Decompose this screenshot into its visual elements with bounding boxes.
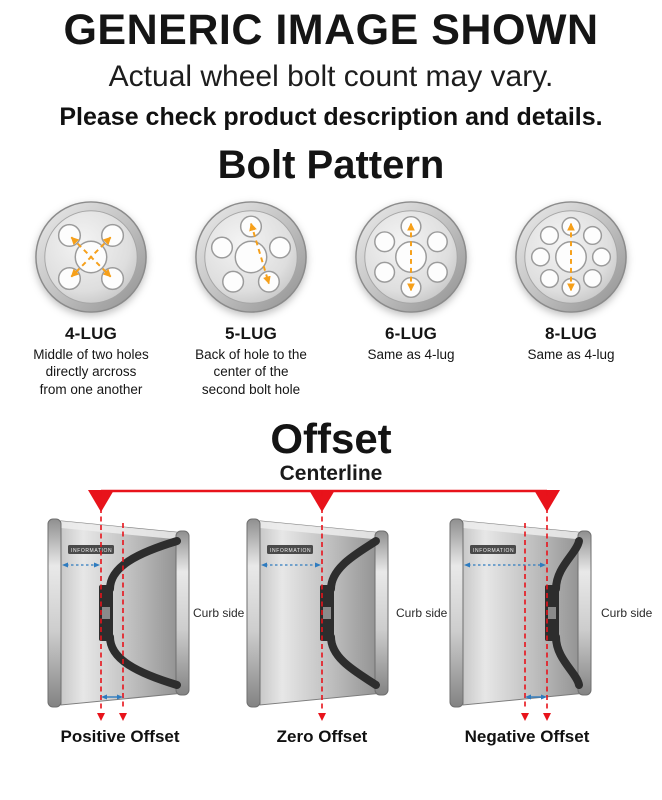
curb-side-label: Curb side: [193, 606, 245, 620]
barrel-info-plate: [267, 545, 313, 555]
barrel-info-plate: [470, 545, 516, 555]
wheel-disc: [106, 633, 181, 690]
mount-face-lines: [100, 491, 548, 710]
bolt-pattern-title: Bolt Pattern: [217, 142, 445, 187]
lug-6-label: 6-LUG: [385, 323, 437, 343]
centerline-label: Centerline: [279, 462, 383, 486]
barrel-info-label: INFORMATION: [473, 548, 514, 554]
measurement-lines: [249, 222, 271, 284]
wheel-disc: [327, 537, 380, 594]
negative-offset-label: Negative Offset: [464, 727, 590, 747]
5-lug-wheel-diagram: [195, 200, 307, 313]
offset-type-labels: Positive Offset Zero Offset Negative Off…: [0, 727, 662, 751]
curb-side-label: Curb side: [396, 606, 448, 620]
lug-8-label: 8-LUG: [545, 323, 597, 343]
offset-figure: INFORMATION: [0, 487, 662, 751]
6-lug-wheel-diagram: [355, 200, 467, 313]
lug-4-description: Middle of two holes directly arcross fro…: [33, 346, 149, 397]
offset-section: Offset Centerline: [0, 415, 662, 751]
barrel-info-label: INFORMATION: [270, 548, 311, 554]
4-lug-wheel-diagram: [35, 200, 147, 313]
zero-offset-label: Zero Offset: [276, 727, 368, 747]
lug-4-label: 4-LUG: [65, 323, 117, 343]
bottom-pointer-icons: [97, 713, 551, 722]
wheel-disc: [106, 537, 181, 594]
backspacing-measure: [62, 562, 100, 568]
lug-8-figure: 8-LUG Same as 4-lug: [496, 198, 646, 399]
subtitle: Actual wheel bolt count may vary.: [108, 59, 554, 93]
hub-bore: [548, 607, 556, 620]
backspacing-measure: [261, 562, 321, 568]
wheel-cross-section-zero: INFORMATION: [246, 518, 389, 708]
lug-4-figure: 4-LUG Middle of two holes directly arcro…: [16, 198, 166, 399]
wheel-cross-section-negative: INFORMATION: [449, 518, 592, 708]
wheel-disc: [552, 537, 583, 594]
center-bore: [395, 240, 427, 273]
barrel-info-plate: [68, 545, 114, 555]
measurement-lines: [70, 236, 112, 277]
barrel-info-label: INFORMATION: [71, 548, 112, 554]
8-lug-wheel-diagram: [515, 200, 627, 313]
wheel-cross-section-positive: INFORMATION: [47, 518, 190, 708]
lug-5-label: 5-LUG: [225, 323, 277, 343]
hub-bore: [102, 607, 110, 620]
offset-title: Offset: [270, 415, 392, 463]
center-bore: [234, 240, 268, 274]
offset-diagram: INFORMATION: [47, 489, 653, 722]
curb-side-label: Curb side: [601, 606, 653, 620]
lug-8-description: Same as 4-lug: [527, 346, 615, 362]
wheel-disc: [327, 633, 380, 690]
bolt-pattern-section: Bolt Pattern 4-LUG: [0, 143, 662, 399]
main-title: GENERIC IMAGE SHOWN: [63, 6, 599, 54]
lug-5-description: Back of hole to the center of the second…: [195, 346, 307, 397]
lug-6-figure: 6-LUG Same as 4-lug: [336, 198, 486, 399]
bolt-pattern-row: 4-LUG Middle of two holes directly arcro…: [0, 198, 662, 399]
wheel-disc: [552, 633, 583, 690]
lug-5-figure: 5-LUG Back of hole to the center of the …: [176, 198, 326, 399]
backspacing-measure: [464, 562, 546, 568]
disclaimer-note: Please check product description and det…: [59, 102, 603, 131]
lug-6-description: Same as 4-lug: [367, 346, 455, 362]
offset-distance-arrows: [101, 694, 547, 700]
center-bore: [555, 240, 587, 273]
positive-offset-label: Positive Offset: [60, 727, 180, 747]
hub-bore: [323, 607, 331, 620]
